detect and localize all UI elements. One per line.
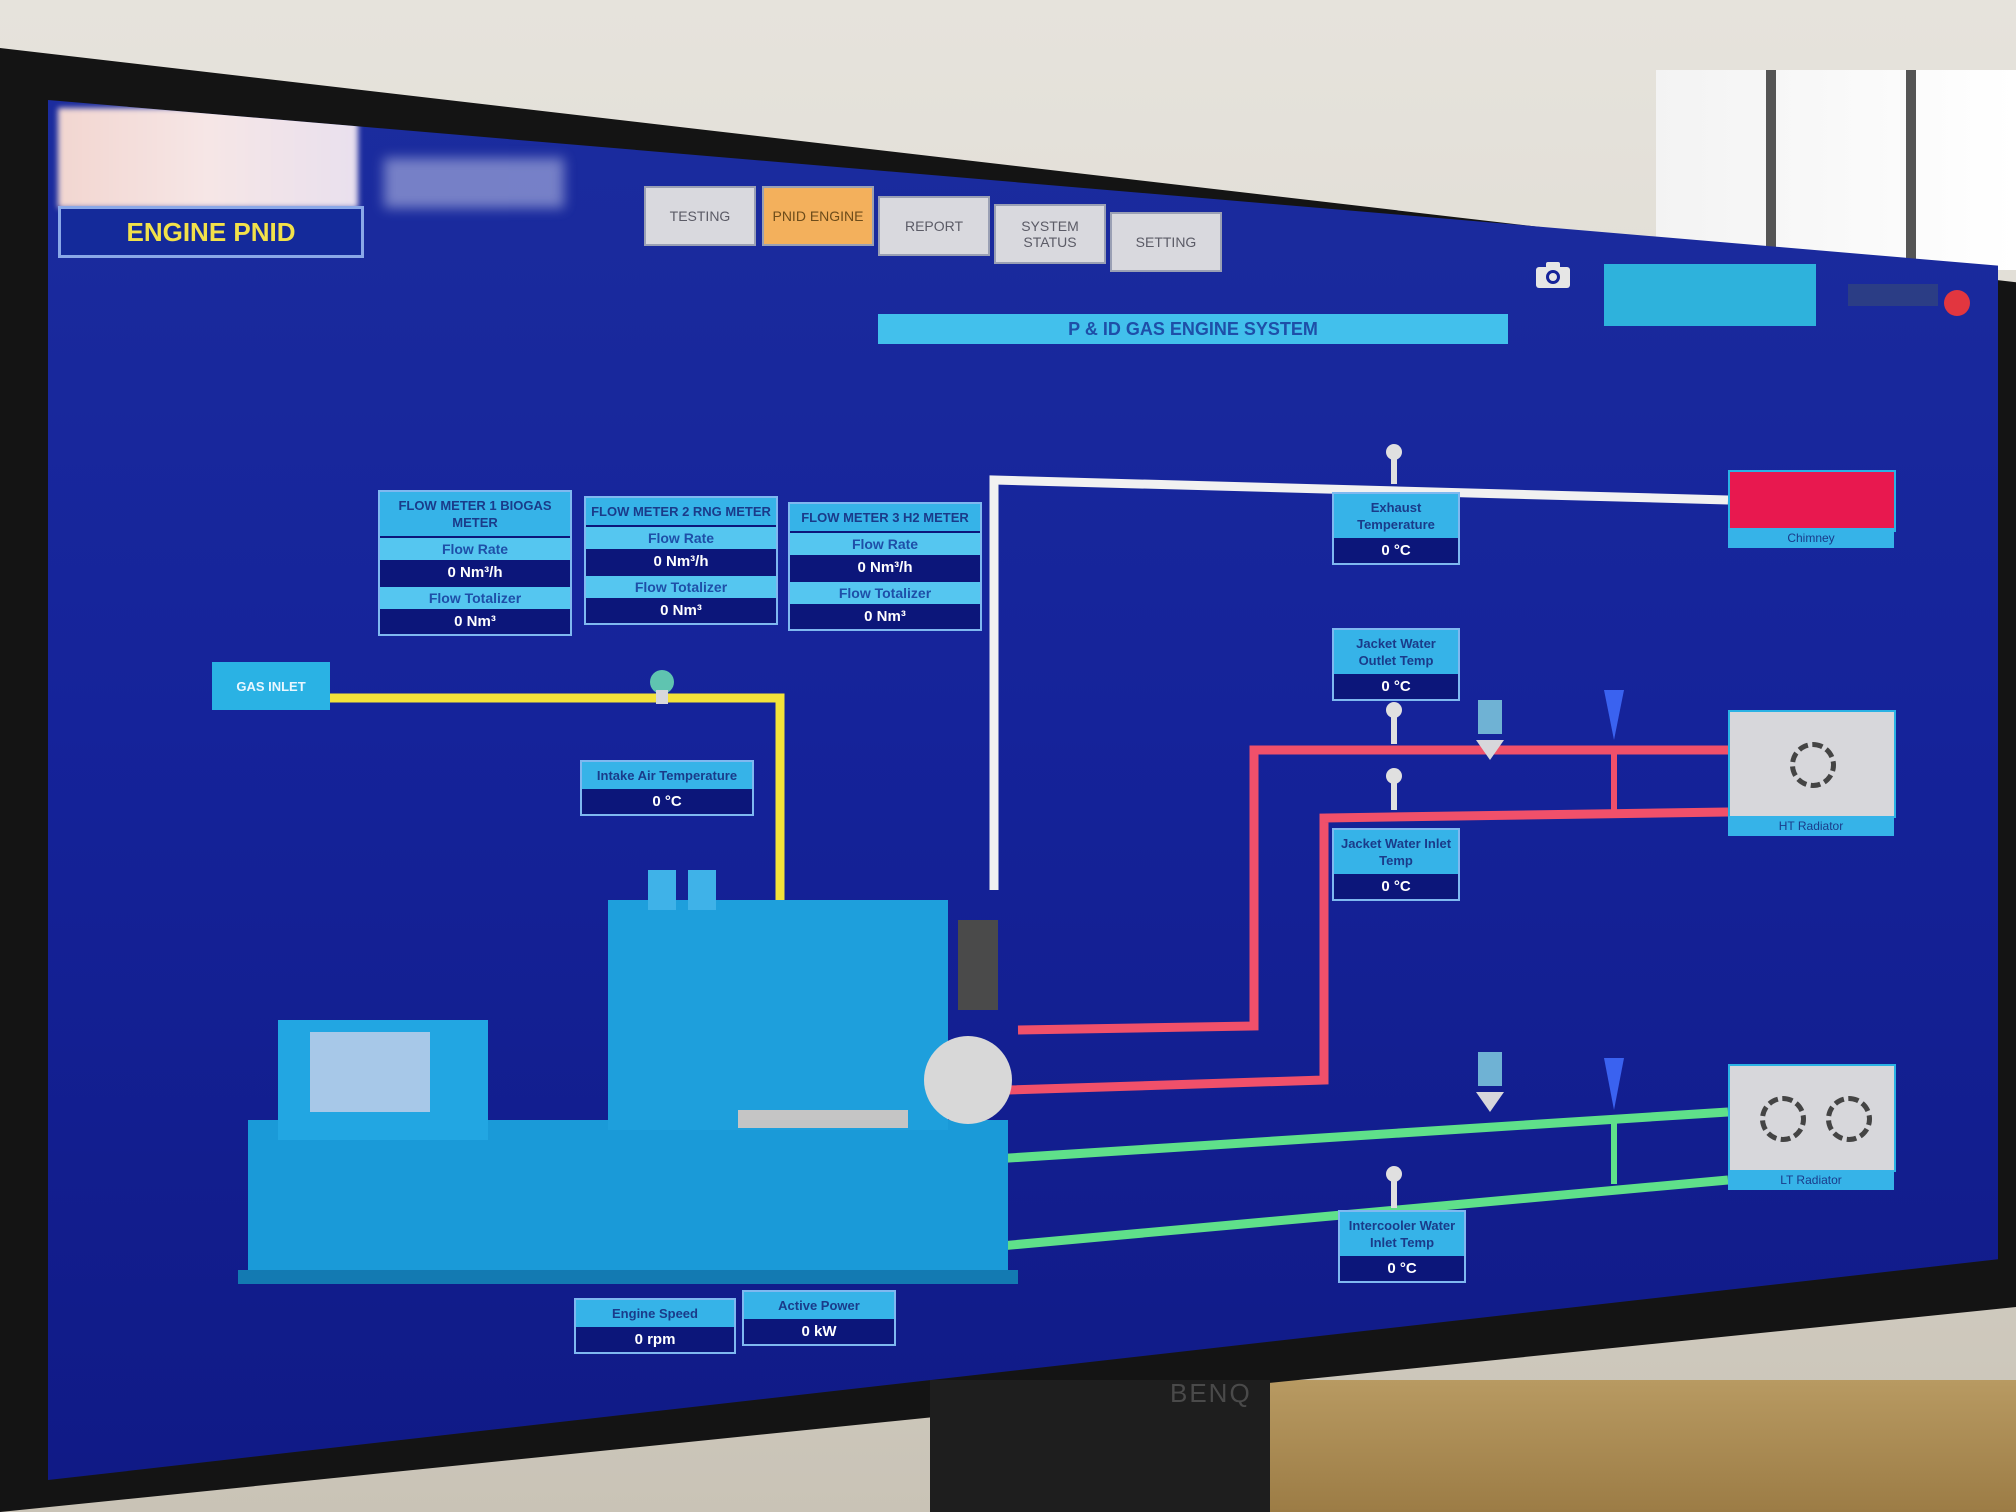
status-indicator <box>1848 284 1938 306</box>
camera-icon[interactable] <box>1534 260 1572 290</box>
jacket-outlet-thermometer-icon <box>1386 702 1402 744</box>
jacket-inlet-thermometer-icon <box>1386 768 1402 810</box>
gas-valve-icon <box>650 670 674 704</box>
lt-water-outlet-pipe <box>977 1107 1729 1165</box>
hmi-screen: ENGINE PNID TESTING PNID ENGINE REPORT S… <box>48 100 1998 1480</box>
engine-speed-label: Engine Speed <box>576 1300 734 1327</box>
flow-meter-title: FLOW METER 2 RNG METER <box>586 498 776 525</box>
chimney-label: Chimney <box>1728 528 1894 548</box>
flow-meter-title: FLOW METER 3 H2 METER <box>790 504 980 531</box>
flow-rate-value: 0 Nm³/h <box>857 559 913 576</box>
flow-totalizer-value: 0 Nm³ <box>454 613 496 630</box>
company-name <box>384 158 564 208</box>
tab-system-status[interactable]: SYSTEM STATUS <box>994 204 1106 264</box>
gas-pipe <box>282 693 785 980</box>
engine-speed-value: 0 rpm <box>634 1331 676 1348</box>
ht-radiator <box>1728 710 1896 818</box>
jacket-inlet-temp-value: 0 °C <box>1381 878 1411 895</box>
active-power-value: 0 kW <box>801 1323 837 1340</box>
ht-radiator-label: HT Radiator <box>1728 816 1894 836</box>
jacket-inlet-temp-label: Jacket Water Inlet Temp <box>1334 830 1458 874</box>
flow-totalizer-label: Flow Totalizer <box>790 580 980 604</box>
flow-rate-label: Flow Rate <box>790 531 980 555</box>
radiator-fan-icon <box>1826 1096 1872 1142</box>
jacket-outlet-temp-panel: Jacket Water Outlet Temp 0 °C <box>1332 628 1460 701</box>
gas-engine-genset[interactable] <box>238 870 1018 1284</box>
intercooler-temp-panel: Intercooler Water Inlet Temp 0 °C <box>1338 1210 1466 1283</box>
tab-testing[interactable]: TESTING <box>644 186 756 246</box>
pipe-network <box>238 444 1729 1284</box>
lt-flow-sensor-icon <box>1604 1058 1624 1110</box>
jacket-outlet-temp-value: 0 °C <box>1381 678 1411 695</box>
flow-rate-label: Flow Rate <box>380 536 570 560</box>
exhaust-pipe <box>989 475 1729 890</box>
intercooler-temp-value: 0 °C <box>1387 1260 1417 1277</box>
gas-inlet-label: GAS INLET <box>212 662 330 710</box>
exhaust-temp-label: Exhaust Temperature <box>1334 494 1458 538</box>
ht-water-inlet-pipe <box>1007 807 1729 1095</box>
ht-control-valve-icon <box>1476 700 1504 760</box>
intercooler-temp-label: Intercooler Water Inlet Temp <box>1340 1212 1464 1256</box>
flow-totalizer-value: 0 Nm³ <box>864 608 906 625</box>
system-title: P & ID GAS ENGINE SYSTEM <box>878 314 1508 344</box>
flow-totalizer-value: 0 Nm³ <box>660 602 702 619</box>
radiator-fan-icon <box>1760 1096 1806 1142</box>
monitor-brand: BENQ <box>1170 1378 1252 1408</box>
flow-totalizer-label: Flow Totalizer <box>586 574 776 598</box>
company-logo <box>58 108 358 208</box>
jacket-outlet-temp-label: Jacket Water Outlet Temp <box>1334 630 1458 674</box>
lt-radiator-label: LT Radiator <box>1728 1170 1894 1190</box>
flow-meter-3-panel: FLOW METER 3 H2 METER Flow Rate 0 Nm³/h … <box>788 502 982 631</box>
radiator-fan-icon <box>1790 742 1836 788</box>
lt-radiator <box>1728 1064 1896 1172</box>
intake-air-temp-panel: Intake Air Temperature 0 °C <box>580 760 754 816</box>
tab-report[interactable]: REPORT <box>878 196 990 256</box>
page-title: ENGINE PNID <box>58 206 364 258</box>
flow-meter-title: FLOW METER 1 BIOGAS METER <box>380 492 570 536</box>
exhaust-thermometer-icon <box>1386 444 1402 484</box>
status-notice <box>1604 264 1816 326</box>
exhaust-temp-panel: Exhaust Temperature 0 °C <box>1332 492 1460 565</box>
tab-pnid-engine[interactable]: PNID ENGINE <box>762 186 874 246</box>
monitor-stand <box>930 1380 1270 1512</box>
engine-speed-panel: Engine Speed 0 rpm <box>574 1298 736 1354</box>
flow-rate-label: Flow Rate <box>586 525 776 549</box>
active-power-label: Active Power <box>744 1292 894 1319</box>
intake-air-temp-label: Intake Air Temperature <box>582 762 752 789</box>
ht-flow-sensor-icon <box>1604 690 1624 740</box>
flow-totalizer-label: Flow Totalizer <box>380 585 570 609</box>
intercooler-thermometer-icon <box>1386 1166 1402 1208</box>
background-window <box>1656 70 2016 270</box>
flow-meter-1-panel: FLOW METER 1 BIOGAS METER Flow Rate 0 Nm… <box>378 490 572 636</box>
exhaust-temp-value: 0 °C <box>1381 542 1411 559</box>
flow-rate-value: 0 Nm³/h <box>447 564 503 581</box>
tab-setting[interactable]: SETTING <box>1110 212 1222 272</box>
flow-rate-value: 0 Nm³/h <box>653 553 709 570</box>
emergency-stop-indicator[interactable] <box>1944 290 1970 316</box>
flow-meter-2-panel: FLOW METER 2 RNG METER Flow Rate 0 Nm³/h… <box>584 496 778 625</box>
chimney <box>1728 470 1896 532</box>
lt-control-valve-icon <box>1476 1052 1504 1112</box>
jacket-inlet-temp-panel: Jacket Water Inlet Temp 0 °C <box>1332 828 1460 901</box>
active-power-panel: Active Power 0 kW <box>742 1290 896 1346</box>
intake-air-temp-value: 0 °C <box>652 793 682 810</box>
